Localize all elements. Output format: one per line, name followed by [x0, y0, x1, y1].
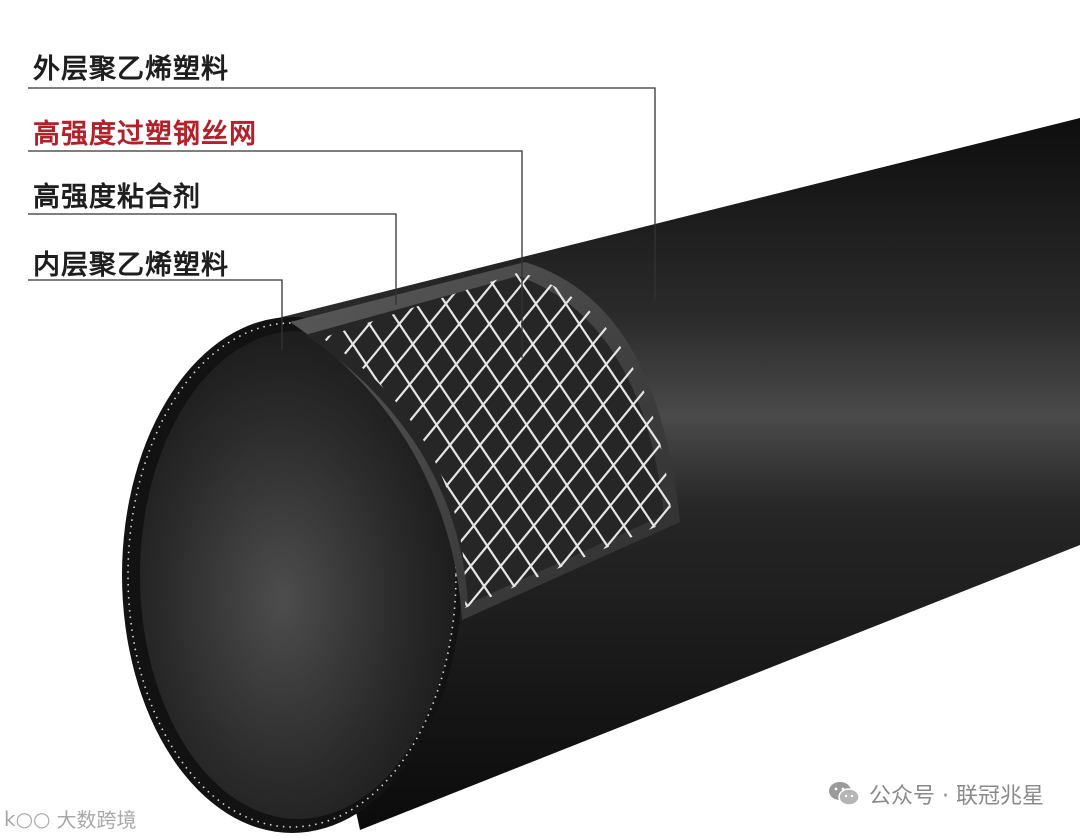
label-inner-pe: 内层聚乙烯塑料 — [33, 243, 229, 282]
watermark-right-text: 公众号 · 联冠兆星 — [869, 778, 1044, 810]
watermark-right: 公众号 · 联冠兆星 — [827, 778, 1044, 810]
watermark-left-logo: k○○ — [4, 807, 50, 831]
wechat-icon — [827, 780, 861, 808]
watermark-left-text: 大数跨境 — [56, 804, 136, 833]
label-adhesive: 高强度粘合剂 — [33, 175, 201, 214]
watermark-left: k○○ 大数跨境 — [4, 804, 136, 833]
label-steel-mesh: 高强度过塑钢丝网 — [33, 112, 257, 151]
label-outer-pe: 外层聚乙烯塑料 — [33, 47, 229, 86]
